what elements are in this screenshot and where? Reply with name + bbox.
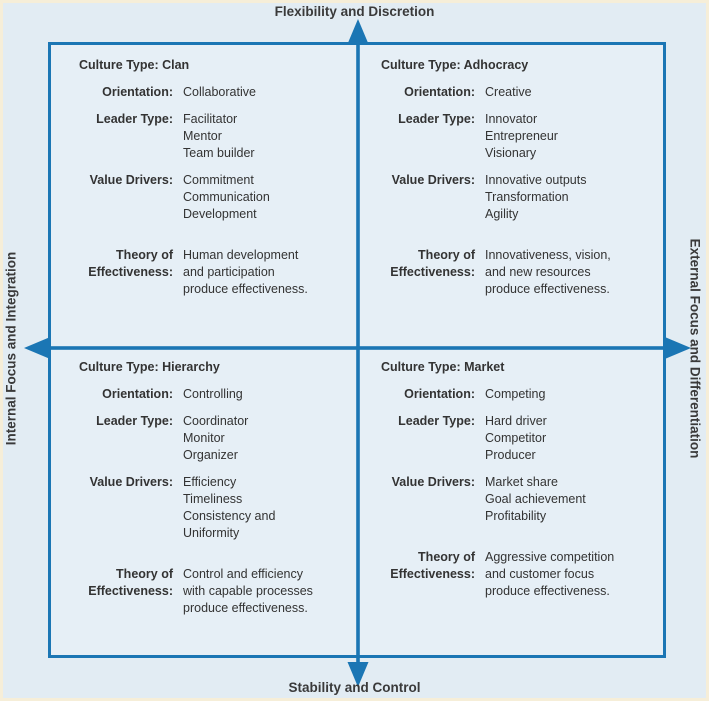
orientation-value: Competing <box>485 387 546 401</box>
value-drivers-value: Efficiency Timeliness Consistency and Un… <box>183 475 276 540</box>
theory-label: Theory of Effectiveness: <box>88 567 173 598</box>
axis-label-flexibility: Flexibility and Discretion <box>274 4 435 19</box>
orientation-row: Orientation: Creative <box>379 84 659 101</box>
orientation-row: Orientation: Collaborative <box>77 84 352 101</box>
theory-value: Innovativeness, vision, and new resource… <box>485 248 611 296</box>
theory-row: Theory of Effectiveness: Control and eff… <box>77 566 352 617</box>
value-drivers-value: Innovative outputs Transformation Agilit… <box>485 173 587 221</box>
value-drivers-row: Value Drivers: Innovative outputs Transf… <box>379 172 659 223</box>
leader-type-label: Leader Type: <box>96 112 173 126</box>
quadrant-hierarchy: Culture Type: Hierarchy Orientation: Con… <box>51 351 356 655</box>
leader-type-label: Leader Type: <box>398 112 475 126</box>
orientation-value: Creative <box>485 85 532 99</box>
culture-type-heading: Culture Type: Hierarchy <box>79 360 220 374</box>
culture-type-heading: Culture Type: Adhocracy <box>381 58 529 72</box>
quadrant-adhocracy: Culture Type: Adhocracy Orientation: Cre… <box>361 45 663 345</box>
theory-value: Control and efficiency with capable proc… <box>183 567 313 615</box>
value-drivers-row: Value Drivers: Commitment Communication … <box>77 172 352 223</box>
theory-row: Theory of Effectiveness: Aggressive comp… <box>379 549 659 600</box>
arrow-left-icon <box>24 337 49 359</box>
leader-type-value: Facilitator Mentor Team builder <box>183 112 255 160</box>
value-drivers-row: Value Drivers: Market share Goal achieve… <box>379 474 659 525</box>
value-drivers-label: Value Drivers: <box>89 173 173 187</box>
theory-row: Theory of Effectiveness: Human developme… <box>77 247 352 298</box>
theory-label: Theory of Effectiveness: <box>390 248 475 279</box>
leader-type-label: Leader Type: <box>398 414 475 428</box>
axis-label-internal-focus: Internal Focus and Integration <box>3 251 19 446</box>
orientation-label: Orientation: <box>404 85 475 99</box>
leader-type-row: Leader Type: Hard driver Competitor Prod… <box>379 413 659 464</box>
axis-label-external-focus: External Focus and Differentiation <box>687 238 703 459</box>
orientation-value: Controlling <box>183 387 243 401</box>
leader-type-row: Leader Type: Facilitator Mentor Team bui… <box>77 111 352 162</box>
theory-value: Human development and participation prod… <box>183 248 308 296</box>
leader-type-value: Innovator Entrepreneur Visionary <box>485 112 558 160</box>
orientation-row: Orientation: Controlling <box>77 386 352 403</box>
orientation-row: Orientation: Competing <box>379 386 659 403</box>
orientation-label: Orientation: <box>102 387 173 401</box>
leader-type-row: Leader Type: Innovator Entrepreneur Visi… <box>379 111 659 162</box>
theory-value: Aggressive competition and customer focu… <box>485 550 615 598</box>
arrow-up-icon <box>347 19 369 44</box>
culture-type-heading: Culture Type: Clan <box>79 58 190 72</box>
leader-type-value: Coordinator Monitor Organizer <box>183 414 249 462</box>
theory-label: Theory of Effectiveness: <box>88 248 173 279</box>
value-drivers-label: Value Drivers: <box>89 475 173 489</box>
culture-type-heading: Culture Type: Market <box>381 360 505 374</box>
leader-type-row: Leader Type: Coordinator Monitor Organiz… <box>77 413 352 464</box>
orientation-value: Collaborative <box>183 85 256 99</box>
theory-row: Theory of Effectiveness: Innovativeness,… <box>379 247 659 298</box>
value-drivers-row: Value Drivers: Efficiency Timeliness Con… <box>77 474 352 542</box>
orientation-label: Orientation: <box>102 85 173 99</box>
orientation-label: Orientation: <box>404 387 475 401</box>
value-drivers-label: Value Drivers: <box>391 173 475 187</box>
axis-label-stability: Stability and Control <box>288 680 421 695</box>
quadrant-market: Culture Type: Market Orientation: Compet… <box>361 351 663 655</box>
value-drivers-label: Value Drivers: <box>391 475 475 489</box>
leader-type-value: Hard driver Competitor Producer <box>485 414 547 462</box>
value-drivers-value: Market share Goal achievement Profitabil… <box>485 475 586 523</box>
value-drivers-value: Commitment Communication Development <box>183 173 270 221</box>
leader-type-label: Leader Type: <box>96 414 173 428</box>
theory-label: Theory of Effectiveness: <box>390 550 475 581</box>
quadrant-clan: Culture Type: Clan Orientation: Collabor… <box>51 45 356 345</box>
